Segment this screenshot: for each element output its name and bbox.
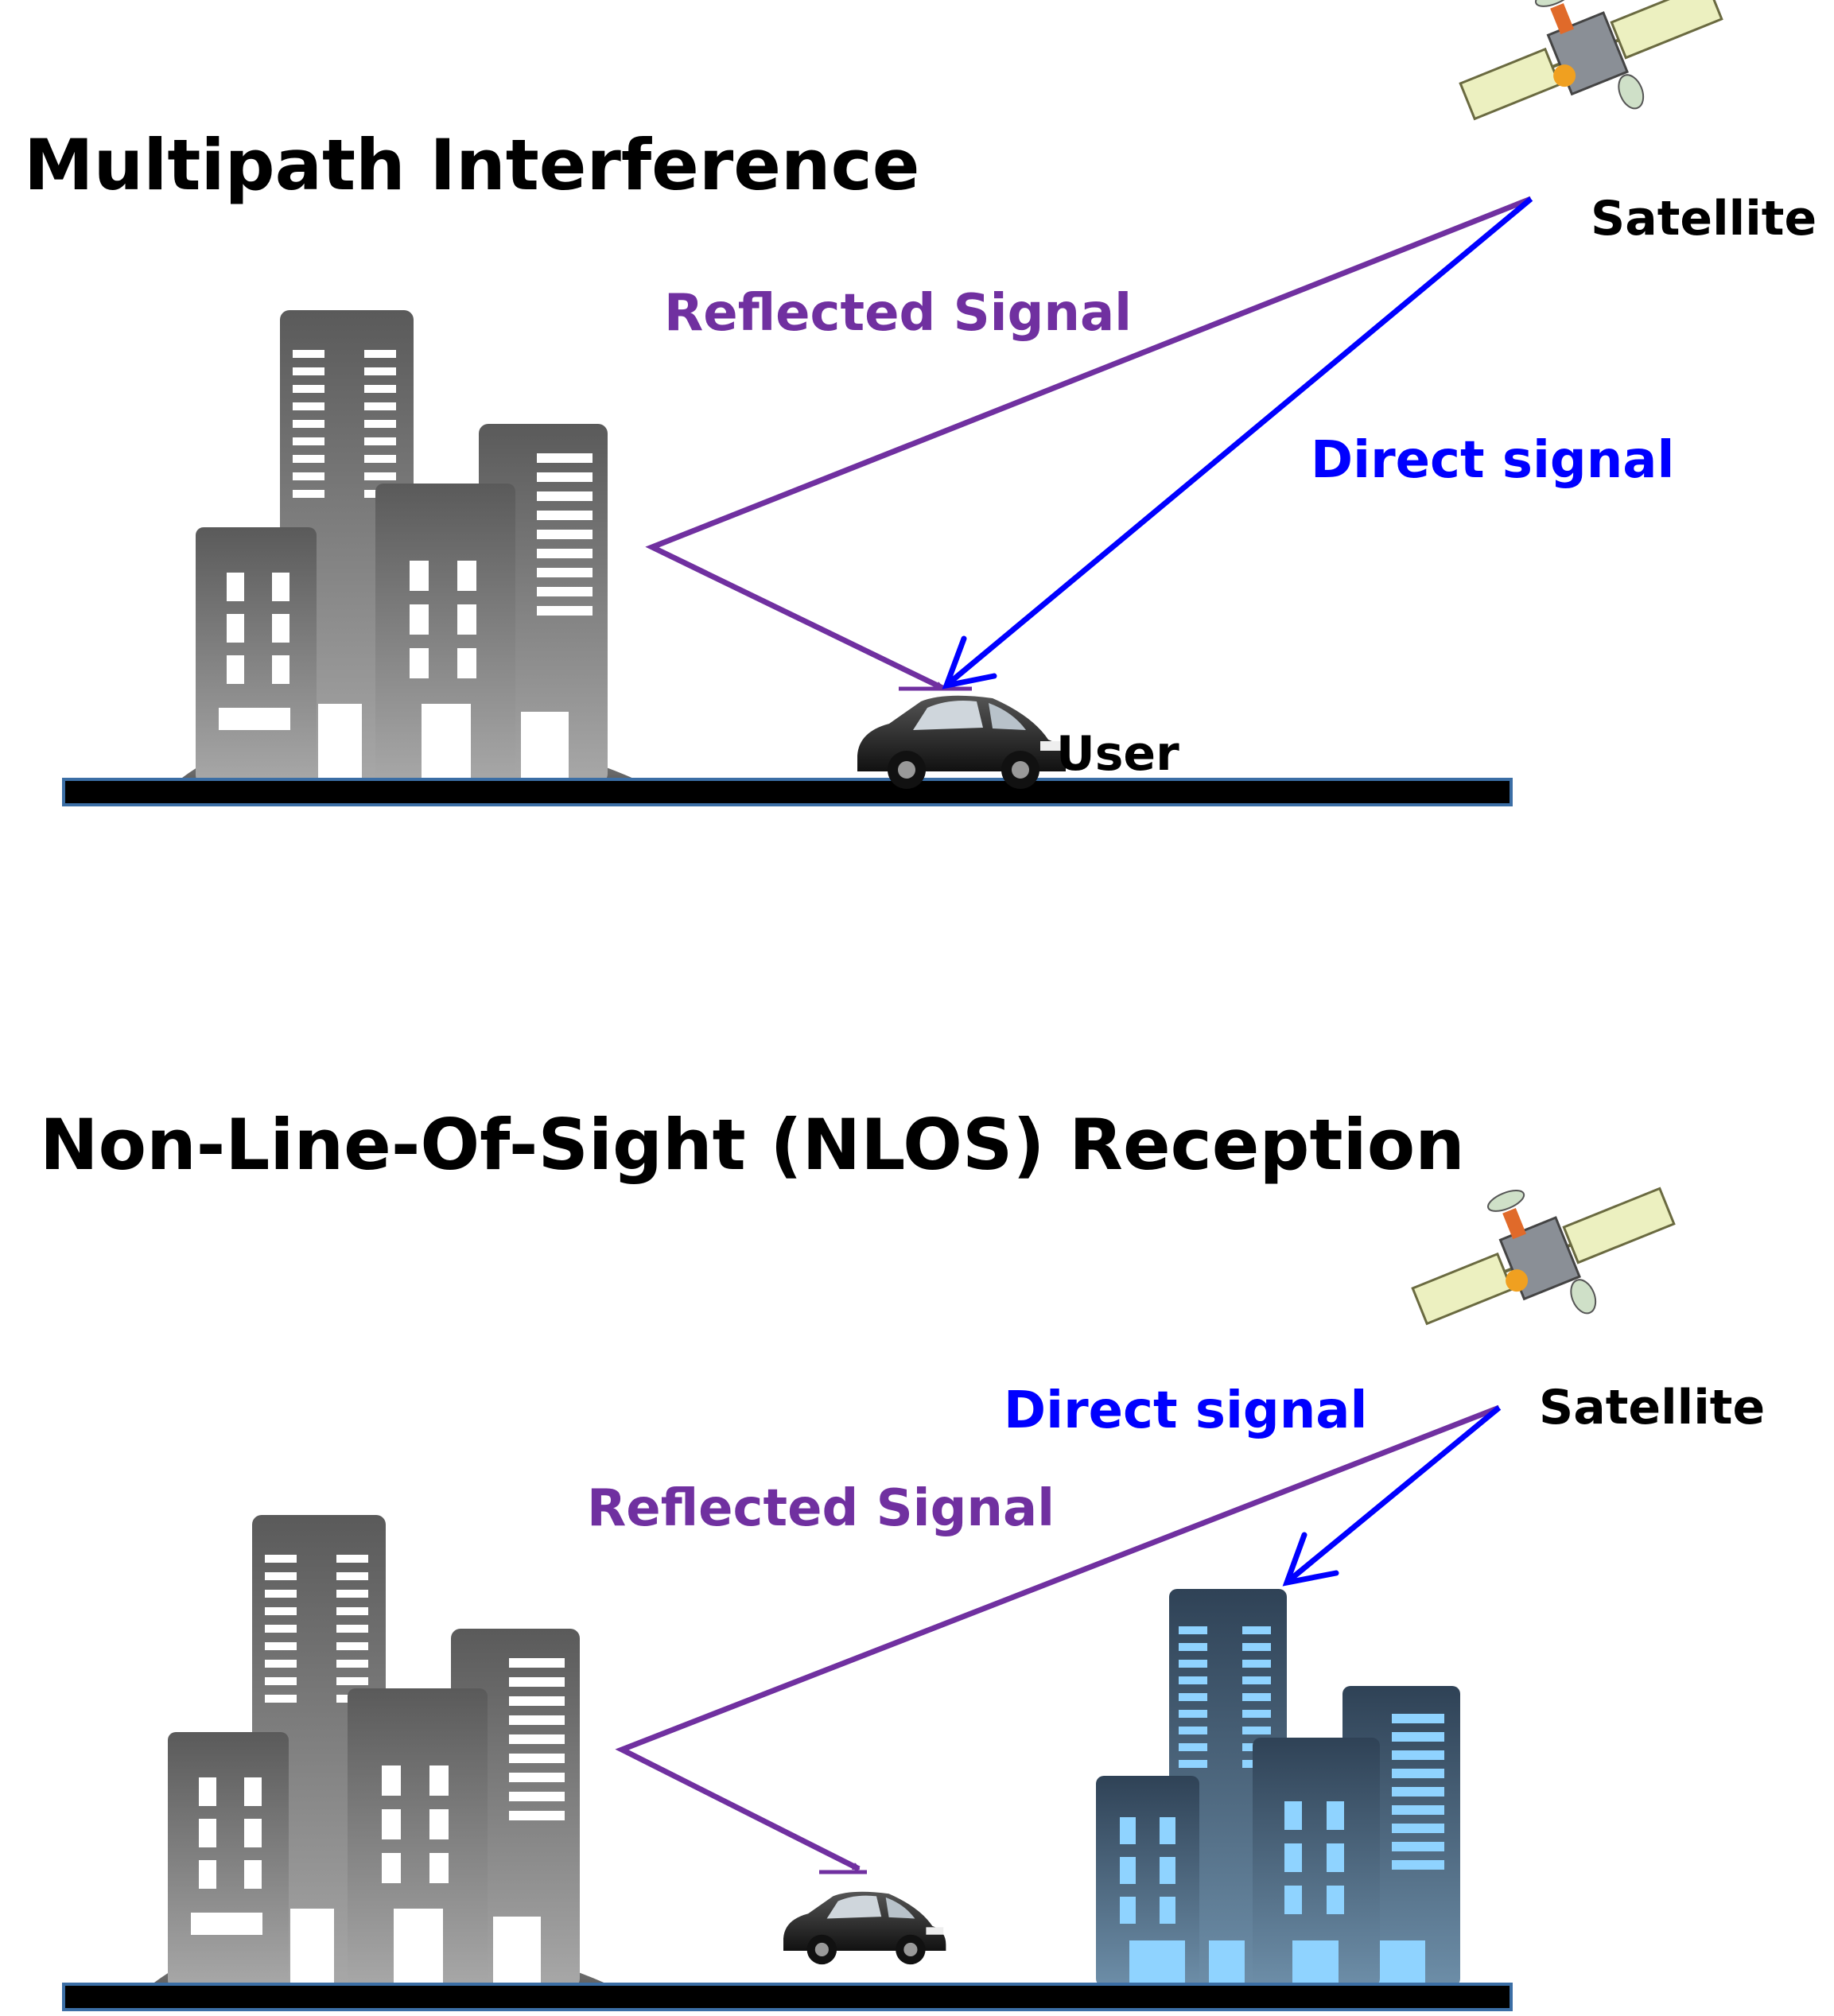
panel-title: Multipath Interference <box>24 124 919 206</box>
city-buildings-icon <box>175 310 644 783</box>
panel-multipath: Multipath Interference <box>24 0 1817 806</box>
satellite-icon <box>1459 0 1723 121</box>
direct-arrowhead <box>1282 1532 1339 1587</box>
user-label: User <box>1056 726 1179 782</box>
reflected-signal-label: Reflected Signal <box>664 284 1132 343</box>
reflected-signal-label: Reflected Signal <box>587 1479 1055 1538</box>
blocking-buildings-icon <box>1096 1589 1460 1987</box>
satellite-label: Satellite <box>1539 1380 1765 1435</box>
car-icon <box>857 695 1066 789</box>
car-icon <box>783 1891 946 1965</box>
satellite-icon <box>1411 1187 1676 1326</box>
direct-signal-path <box>1286 1405 1502 1583</box>
reflected-signal-path <box>615 1404 1501 1872</box>
direct-signal-label: Direct signal <box>1004 1381 1367 1440</box>
direct-signal-label: Direct signal <box>1311 431 1674 490</box>
ground-line <box>62 1983 1513 2011</box>
reflected-signal-path <box>645 196 1533 691</box>
direct-signal-path <box>946 196 1533 686</box>
satellite-label: Satellite <box>1591 191 1817 247</box>
ground-line <box>62 778 1513 806</box>
panel-title: Non-Line-Of-Sight (NLOS) Reception <box>40 1104 1465 1186</box>
city-buildings-icon <box>147 1515 616 1988</box>
panel-nlos: Non-Line-Of-Sight (NLOS) Reception <box>40 1104 1765 2011</box>
direct-arrowhead <box>942 635 997 689</box>
